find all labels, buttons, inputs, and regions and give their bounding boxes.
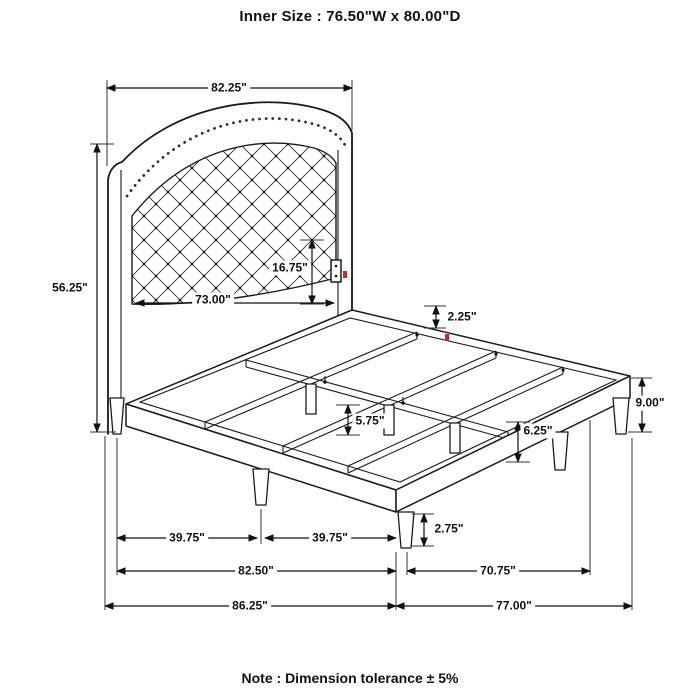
dim-side-rail-height-label: 9.00" bbox=[632, 395, 668, 411]
tufted-panel bbox=[131, 142, 337, 305]
dim-slat-span-left-label: 39.75" bbox=[166, 530, 208, 546]
foot-rail-face bbox=[395, 375, 631, 513]
foot-mid-leg bbox=[551, 431, 569, 471]
dim-panel-height-label: 16.75" bbox=[269, 260, 311, 276]
dim-overall-width-label: 86.25" bbox=[229, 598, 271, 614]
headboard-bracket bbox=[330, 259, 342, 283]
dim-foot-rail-height-label: 6.25" bbox=[520, 423, 556, 439]
foot-right-leg bbox=[612, 397, 630, 435]
hardware-mark-2 bbox=[445, 334, 449, 341]
hardware-mark-1 bbox=[343, 271, 347, 278]
center-leg-1 bbox=[305, 383, 317, 415]
dim-center-leg-height-label: 5.75" bbox=[352, 413, 388, 429]
center-leg-3 bbox=[449, 422, 461, 454]
frame-inner-edge bbox=[138, 317, 618, 483]
bed-frame bbox=[125, 309, 631, 549]
dim-frame-width-label: 82.50" bbox=[235, 563, 277, 579]
dim-slat-span-right-label: 39.75" bbox=[309, 530, 351, 546]
front-mid-leg bbox=[252, 468, 270, 506]
dim-front-leg-height-label: 2.75" bbox=[431, 521, 467, 537]
dim-headboard-width-label: 82.25" bbox=[208, 80, 250, 96]
page-title: Inner Size : 76.50"W x 80.00"D bbox=[239, 8, 461, 25]
headboard-outline bbox=[107, 101, 353, 435]
dim-overall-depth-label: 77.00" bbox=[493, 598, 535, 614]
front-right-leg bbox=[397, 511, 415, 549]
tolerance-note: Note : Dimension tolerance ± 5% bbox=[241, 670, 459, 686]
headboard-left-leg bbox=[109, 397, 125, 435]
dim-headboard-height-label: 56.25" bbox=[49, 280, 91, 296]
center-rail bbox=[245, 334, 509, 440]
dim-headboard-inner-width-label: 73.00" bbox=[192, 292, 234, 308]
dim-foot-width-label: 70.75" bbox=[477, 563, 519, 579]
nailhead-trim bbox=[125, 117, 347, 198]
dim-rail-thickness-label: 2.25" bbox=[444, 309, 480, 325]
